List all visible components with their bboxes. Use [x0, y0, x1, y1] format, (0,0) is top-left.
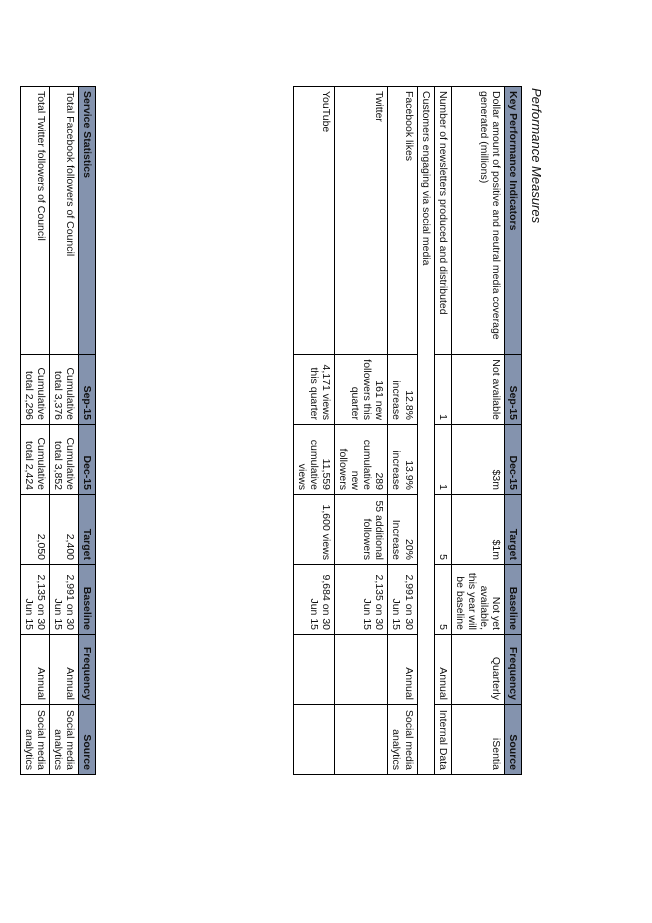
cell-frequency	[334, 634, 388, 705]
row-label: Total Facebook followers of Council	[49, 86, 79, 355]
row-label: YouTube	[293, 86, 335, 355]
cell-target: $1m	[451, 494, 505, 565]
cell-sep: Cumulative total 3,376	[49, 354, 79, 425]
column-header: Frequency	[78, 634, 96, 705]
cell-baseline: 9,684 on 30 Jun 15	[293, 564, 335, 635]
column-header: Target	[78, 494, 96, 565]
column-header: Sep-15	[504, 354, 522, 425]
row-label: Dollar amount of positive and neutral me…	[451, 86, 505, 355]
page-title: Performance Measures	[529, 88, 544, 224]
cell-baseline: 2,135 on 30 Jun 15	[20, 564, 50, 635]
cell-baseline: Not yet available, this year will be bas…	[451, 564, 505, 635]
cell-target: 5	[434, 494, 452, 565]
cell-source: Social media analytics	[387, 704, 418, 775]
cell-target: 20% Increase	[387, 494, 418, 565]
column-header: Source	[78, 704, 96, 775]
table-row: Dollar amount of positive and neutral me…	[451, 86, 505, 775]
row-label: Facebook likes	[387, 86, 418, 355]
table-row: Customers engaging via social media	[417, 86, 435, 775]
column-header: Frequency	[504, 634, 522, 705]
kpi-body: Dollar amount of positive and neutral me…	[293, 86, 505, 775]
cell-frequency: Annual	[434, 634, 452, 705]
cell-source	[293, 704, 335, 775]
cell-source	[334, 704, 388, 775]
column-header: Baseline	[78, 564, 96, 635]
cell-sep: 4,171 views this quarter	[293, 354, 335, 425]
cell-baseline: 2,991 on 30 Jun 15	[387, 564, 418, 635]
cell-dec: 289 cumulative new followers	[334, 424, 388, 495]
cell-target: 1,600 views	[293, 494, 335, 565]
cell-frequency: Annual	[387, 634, 418, 705]
cell-frequency: Annual	[49, 634, 79, 705]
cell-baseline: 2,135 on 30 Jun 15	[334, 564, 388, 635]
cell-dec: Cumulative total 2,424	[20, 424, 50, 495]
cell-frequency: Annual	[20, 634, 50, 705]
column-header: Target	[504, 494, 522, 565]
cell-frequency	[293, 634, 335, 705]
column-header: Service Statistics	[78, 86, 96, 355]
cell-dec: 13.9% increase	[387, 424, 418, 495]
row-label: Total Twitter followers of Council	[20, 86, 50, 355]
column-header: Dec-15	[78, 424, 96, 495]
cell-dec: 11,559 cumulative views	[293, 424, 335, 495]
row-label: Number of newsletters produced and distr…	[434, 86, 452, 355]
cell-sep: Cumulative total 2,296	[20, 354, 50, 425]
cell-sep: 161 new followers this quarter	[334, 354, 388, 425]
cell-sep: 1	[434, 354, 452, 425]
column-header: Sep-15	[78, 354, 96, 425]
cell-sep: Not available	[451, 354, 505, 425]
column-header: Source	[504, 704, 522, 775]
cell-source: Social media analytics	[20, 704, 50, 775]
column-header: Baseline	[504, 564, 522, 635]
cell-sep: 12.8% increase	[387, 354, 418, 425]
cell-dec: Cumulative total 3,852	[49, 424, 79, 495]
row-label: Twitter	[334, 86, 388, 355]
cell-frequency: Quarterly	[451, 634, 505, 705]
column-header: Dec-15	[504, 424, 522, 495]
cell-source: iSentia	[451, 704, 505, 775]
cell-dec: 1	[434, 424, 452, 495]
cell-target: 2,050	[20, 494, 50, 565]
cell-baseline: 2,991 on 30 Jun 15	[49, 564, 79, 635]
cell-source: Social media analytics	[49, 704, 79, 775]
cell-dec: $3m	[451, 424, 505, 495]
cell-target: 2,400	[49, 494, 79, 565]
cell-source: Internal Data	[434, 704, 452, 775]
column-header: Key Performance Indicators	[504, 86, 522, 355]
group-label: Customers engaging via social media	[417, 86, 435, 775]
cell-baseline: 5	[434, 564, 452, 635]
cell-target: 55 additional followers	[334, 494, 388, 565]
table-row: Number of newsletters produced and distr…	[434, 86, 452, 775]
